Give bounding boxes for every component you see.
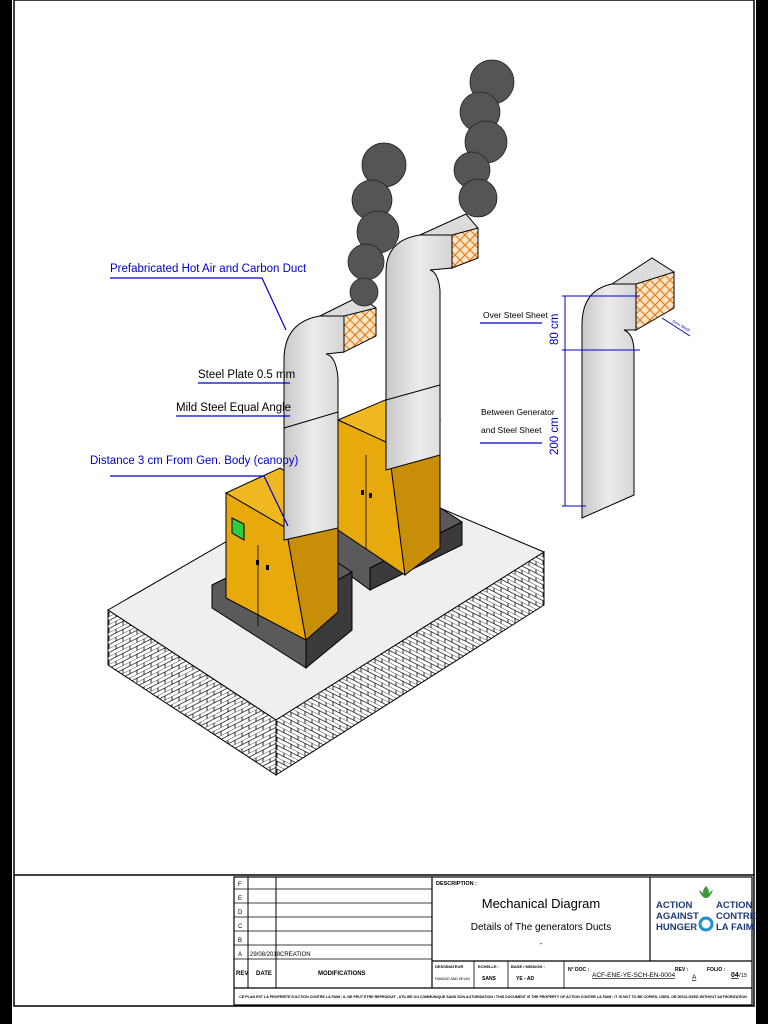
dim-80-label: 80 cm [549,314,561,345]
rev-value: A [692,974,697,981]
base-label: BASE / MISSION : [511,964,545,969]
logo-right-2: CONTRE [716,911,756,922]
rev-row-a-date: 29/08/2018 [250,952,281,958]
diagram-subtitle: Details of The generators Ducts [471,922,611,933]
smoke-back [453,59,515,218]
folio-value: 04 [731,972,739,979]
modifications-header: MODIFICATIONS [318,971,366,977]
leaf-icon [703,886,709,898]
rev-row-c: C [238,924,243,930]
folio-total: 15 [741,973,747,979]
doc-label: N° DOC : [568,967,589,973]
between-label-1: Between Generator [481,407,555,417]
rev-row-f: F [238,882,242,888]
designer-label: DESSINATEUR [435,964,463,969]
scale-value: SANS [482,976,497,982]
over-sheet-label: Over Steel Sheet [483,310,548,320]
footer-disclaimer: CE PLAN EST LA PROPRIETE D'ACTION CONTRE… [239,995,747,999]
duct-front [283,295,377,541]
designer-value: FAWAGE AND HELMI [435,977,470,981]
title-block-text: F E D C B A 29/08/2018 CREATION REV DATE… [236,881,747,999]
logo-right-3: LA FAIM [716,922,754,933]
duct-detail [562,257,691,519]
subtitle-dot: - [540,939,543,948]
rev-header: REV [236,971,248,977]
description-label: DESCRIPTION : [436,881,477,887]
diagram-title: Mechanical Diagram [482,896,601,911]
duct-label: Prefabricated Hot Air and Carbon Duct [110,263,307,275]
smoke-front [347,142,407,307]
rev-row-a: A [238,952,242,958]
date-header: DATE [256,971,272,977]
rev-label: REV : [675,967,689,973]
rev-row-d: D [238,910,243,916]
ring-icon [698,916,714,932]
logo-left-1: ACTION [656,900,693,911]
doc-number: ACF-ENE-YE-SCH-EN-0004 [592,972,675,979]
base-value: YE - AD [516,976,535,982]
duct-back [385,213,479,471]
between-label-2: and Steel Sheet [481,425,542,435]
distance-label: Distance 3 cm From Gen. Body (canopy) [90,455,299,467]
page-border [13,0,755,1007]
annotation-labels: Prefabricated Hot Air and Carbon Duct St… [90,263,691,467]
title-block [14,874,754,1006]
leader-lines [110,277,542,527]
svg-text:/: / [739,973,741,979]
scale-label: ECHELLE : [478,964,499,969]
logo-left-2: AGAINST [656,911,699,922]
rev-row-b: B [238,938,242,944]
folio-label: FOLIO : [707,967,726,973]
action-against-hunger-logo: ACTION AGAINST HUNGER ACTION CONTRE LA F… [656,886,756,933]
rev-row-e: E [238,896,242,902]
angle-label: Mild Steel Equal Angle [176,402,291,414]
dim-200-label: 200 cm [549,417,561,455]
steel-plate-label: Steel Plate 0.5 mm [198,369,295,381]
logo-right-1: ACTION [716,900,753,911]
control-panel-icon [231,517,245,541]
rev-row-a-mod: CREATION [280,952,311,958]
logo-left-3: HUNGER [656,922,697,933]
